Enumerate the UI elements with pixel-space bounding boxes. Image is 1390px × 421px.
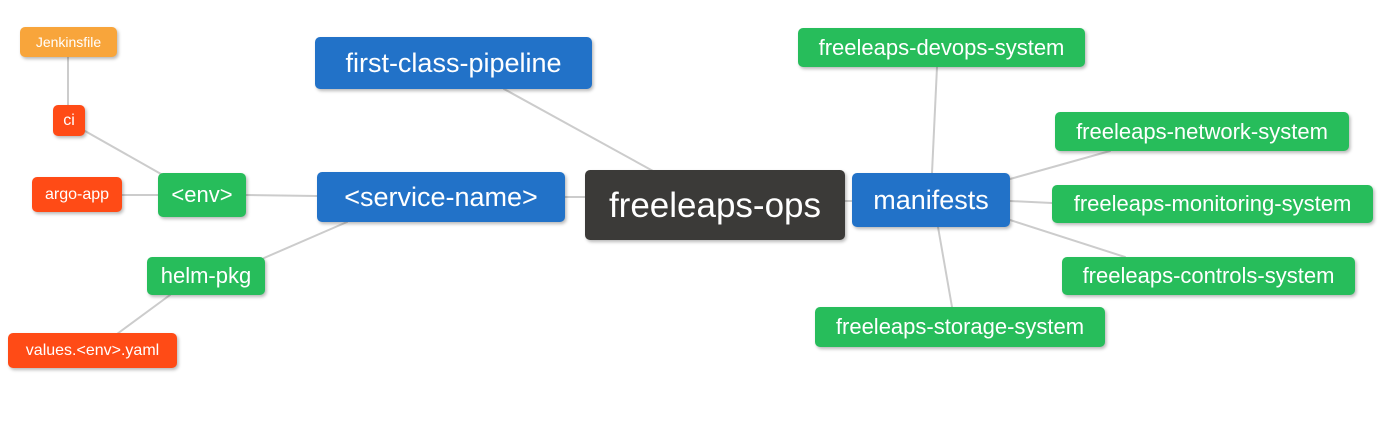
edge-helm-pkg-values-env-yaml (116, 294, 171, 335)
edge-manifests-network-system (1009, 150, 1111, 180)
node-values-env-yaml[interactable]: values.<env>.yaml (8, 333, 177, 368)
node-env[interactable]: <env> (158, 173, 246, 217)
node-first-class-pipeline[interactable]: first-class-pipeline (315, 37, 592, 89)
node-argo-app[interactable]: argo-app (32, 177, 122, 212)
node-freeleaps-controls-system[interactable]: freeleaps-controls-system (1062, 257, 1355, 295)
edge-service-name-env (244, 194, 318, 197)
node-freeleaps-network-system[interactable]: freeleaps-network-system (1055, 112, 1349, 151)
edge-manifests-devops-system (931, 66, 938, 174)
node-freeleaps-devops-system[interactable]: freeleaps-devops-system (798, 28, 1085, 67)
node-jenkinsfile[interactable]: Jenkinsfile (20, 27, 117, 57)
node-freeleaps-storage-system[interactable]: freeleaps-storage-system (815, 307, 1105, 347)
node-service-name[interactable]: <service-name> (317, 172, 565, 222)
edge-manifests-storage-system (937, 226, 953, 308)
edge-env-ci (84, 130, 162, 175)
edge-manifests-monitoring-system (1009, 200, 1053, 204)
edge-root-first-class-pipeline (503, 88, 654, 172)
node-freeleaps-ops[interactable]: freeleaps-ops (585, 170, 845, 240)
edge-service-name-helm-pkg (263, 221, 348, 259)
node-ci[interactable]: ci (53, 105, 85, 136)
edge-manifests-controls-system (1009, 219, 1126, 258)
node-freeleaps-monitoring-system[interactable]: freeleaps-monitoring-system (1052, 185, 1373, 223)
node-manifests[interactable]: manifests (852, 173, 1010, 227)
node-helm-pkg[interactable]: helm-pkg (147, 257, 265, 295)
